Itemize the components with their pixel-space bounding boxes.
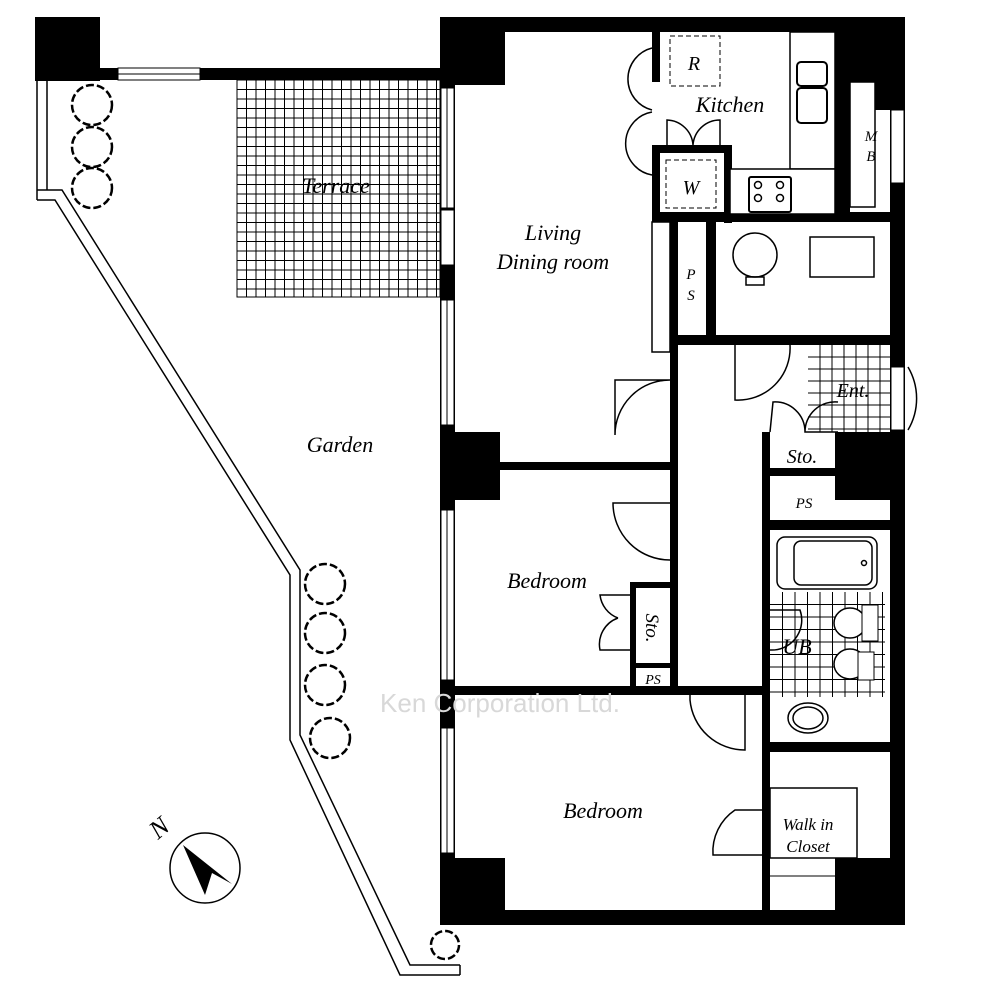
trees [70,83,461,961]
door-bath [769,609,803,651]
tree-icon [303,663,347,707]
door-bedroom-2 [689,695,746,751]
stove-icon [748,176,792,213]
entrance-label: Ent. [836,380,870,402]
toilet-icon [833,607,867,639]
tree-icon [70,125,114,169]
closet-shelf [769,787,858,859]
north-arrow-icon [183,845,232,895]
washbasin-icon [732,232,778,278]
storage-label: Sto. [787,446,818,468]
bedroom-1-label: Bedroom [507,568,587,593]
door-living [614,379,671,436]
kitchen-fixtures [651,31,876,353]
ps-label-1: P [685,267,695,283]
entrance-tiles [808,345,890,432]
garden-boundary [36,80,461,976]
column [440,17,505,85]
kitchen-label: Kitchen [695,92,764,117]
bedroom-ps-label: PS [644,673,661,688]
column [835,432,905,500]
unit-bath [770,536,890,742]
refrigerator-label: R [687,53,700,75]
front-door [907,366,918,431]
sink-icon [796,61,828,87]
unit-bath-label: UB [782,634,811,659]
washer-label: W [683,177,702,199]
garden-label: Garden [307,432,373,457]
tree-icon [303,562,347,606]
tree-icon [429,929,461,961]
compass: N [142,810,241,904]
column [835,858,905,925]
living-label-1: Living [524,220,581,245]
bedroom-storage-label: Sto. [641,613,662,642]
windows[interactable] [440,87,905,854]
walk-in-closet-label-2: Closet [786,837,831,856]
terrace-tiles [236,79,441,298]
mb-label-1: M [864,129,879,145]
living-label-2: Dining room [496,249,609,274]
door-bedroom-storage [598,594,630,651]
watermark: Ken Corporation Ltd. [380,688,620,718]
bathtub-icon [776,536,878,590]
door-storage [769,401,839,433]
tree-icon [303,611,347,655]
meter-box [849,81,876,208]
door-kitchen-1 [627,47,653,111]
door-washroom [734,344,791,401]
walk-in-closet-label-1: Walk in [783,815,834,834]
compass-north-label: N [142,810,176,845]
washroom-fixtures [732,232,875,286]
doors[interactable] [598,47,918,856]
interior-walls [455,32,890,910]
door-bedroom-1 [612,502,671,561]
sink-icon [787,702,829,734]
tree-icon [70,83,114,127]
mb-label-2: B [866,149,875,165]
column [440,858,505,925]
door-closet [712,809,762,856]
door-kitchen-2 [624,111,653,176]
ps-label-2: S [687,288,695,304]
tree-icon [70,166,114,210]
tree-icon [308,716,352,760]
ps-label: PS [795,496,813,512]
garden-corner-column [35,17,100,81]
bedroom-2-label: Bedroom [563,798,643,823]
terrace-label: Terrace [302,173,370,198]
